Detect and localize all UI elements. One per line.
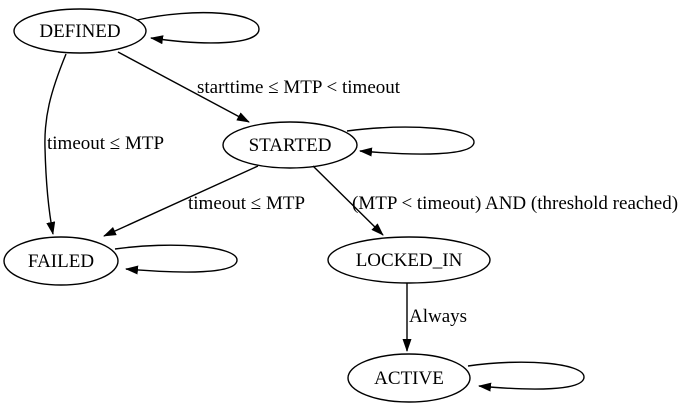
state-node-defined	[13, 8, 147, 54]
self-transition-failed	[114, 244, 238, 275]
transition-defined-started	[117, 51, 250, 123]
state-node-locked-in	[327, 236, 491, 284]
self-transition-started	[346, 126, 475, 157]
state-label-failed: FAILED	[28, 251, 94, 272]
state-label-locked-in: LOCKED_IN	[356, 250, 463, 271]
state-label-active: ACTIVE	[374, 368, 444, 389]
transition-label-locked-in-active: Always	[409, 306, 467, 327]
transition-label-defined-failed: timeout ≤ MTP	[47, 133, 164, 154]
self-transition-active	[467, 361, 585, 392]
state-node-failed	[3, 236, 119, 286]
state-node-active	[347, 353, 471, 403]
transition-defined-failed	[44, 53, 67, 235]
transition-started-failed	[103, 165, 259, 237]
self-transition-defined	[136, 11, 260, 45]
state-node-started	[222, 121, 358, 169]
transition-started-locked-in	[312, 165, 384, 236]
transition-label-defined-started: starttime ≤ MTP < timeout	[197, 77, 401, 98]
state-label-defined: DEFINED	[39, 21, 120, 42]
transition-label-started-locked-in: (MTP < timeout) AND (threshold reached)	[352, 193, 678, 214]
transition-label-started-failed: timeout ≤ MTP	[188, 193, 305, 214]
state-label-started: STARTED	[249, 135, 332, 156]
